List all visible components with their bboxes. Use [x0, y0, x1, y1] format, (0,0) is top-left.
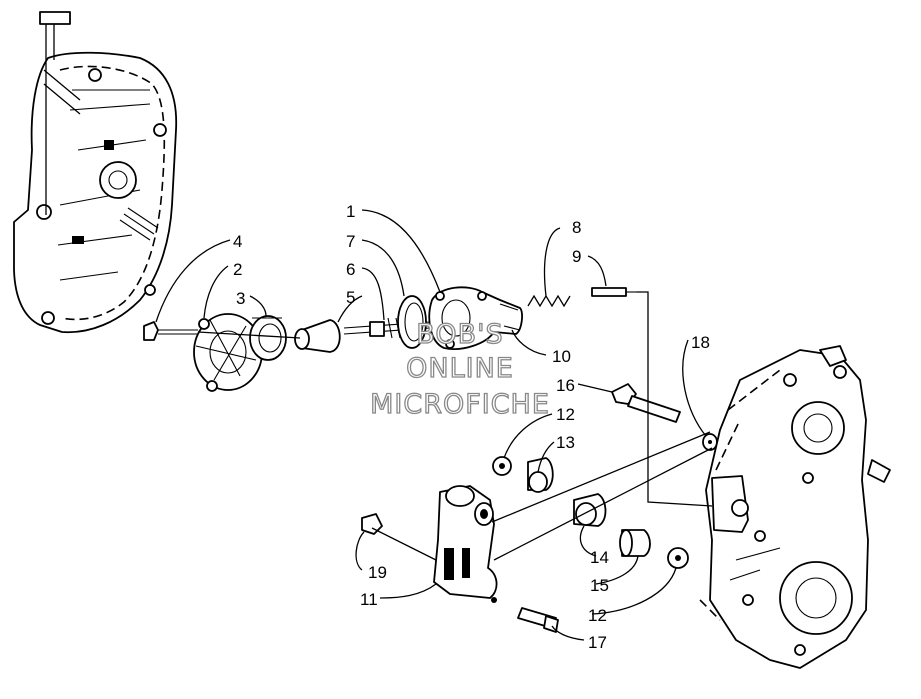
- callout-10: 10: [552, 347, 571, 366]
- callout-2: 2: [233, 260, 242, 279]
- callout-19: 19: [368, 563, 387, 582]
- callout-6: 6: [346, 260, 355, 279]
- bushing-part-5: [294, 319, 341, 353]
- callout-1: 1: [346, 202, 355, 221]
- watermark-line-2: ONLINE: [406, 353, 514, 384]
- callout-16: 16: [556, 376, 575, 395]
- nut-part-19: [361, 513, 383, 535]
- bolt-part-16: [611, 383, 681, 423]
- gearcase-housing-right: [699, 345, 891, 669]
- callout-13: 13: [556, 433, 575, 452]
- seal-part-3: [249, 315, 287, 361]
- washer-part-12-lower: [667, 547, 689, 569]
- callout-11: 11: [360, 590, 378, 609]
- callout-17: 17: [588, 633, 607, 652]
- callout-14: 14: [590, 548, 609, 567]
- watermark-line-1: BOB'S: [416, 319, 503, 350]
- spring-part-8: [527, 294, 571, 308]
- housing-part-1: [428, 286, 523, 350]
- chaincase-cover-left: [13, 11, 178, 334]
- o-ring-part-7: [397, 295, 427, 349]
- watermark-line-3: MICROFICHE: [370, 389, 550, 420]
- cover-plate-part-2: [193, 313, 263, 392]
- pin-part-9: [591, 287, 636, 297]
- washer-part-12-upper: [492, 456, 512, 476]
- callout-4: 4: [233, 232, 242, 251]
- callout-7: 7: [346, 232, 355, 251]
- callout-5: 5: [346, 288, 355, 307]
- leader-lines: [155, 209, 713, 641]
- callout-12-upper: 12: [556, 405, 575, 424]
- spacer-part-14: [573, 493, 607, 527]
- callout-numbers: 1 2 3 4 5 6 7 8 9 10 11 12 12 13 14 15 1…: [233, 202, 710, 652]
- bolt-part-17: [517, 607, 559, 633]
- callout-18: 18: [691, 333, 710, 352]
- callout-9: 9: [572, 247, 581, 266]
- callout-15: 15: [590, 576, 609, 595]
- washer-part-18: [702, 433, 718, 451]
- spacer-part-13: [527, 457, 554, 493]
- bolt-part-4: [143, 321, 198, 341]
- mounting-bracket-part-11: [433, 485, 498, 603]
- bushing-part-15: [619, 529, 651, 557]
- callout-3: 3: [236, 289, 245, 308]
- watermark: BOB'S ONLINE MICROFICHE: [369, 318, 550, 420]
- callout-12-lower: 12: [588, 606, 607, 625]
- shaft-part-6: [343, 317, 431, 339]
- callout-8: 8: [572, 218, 581, 237]
